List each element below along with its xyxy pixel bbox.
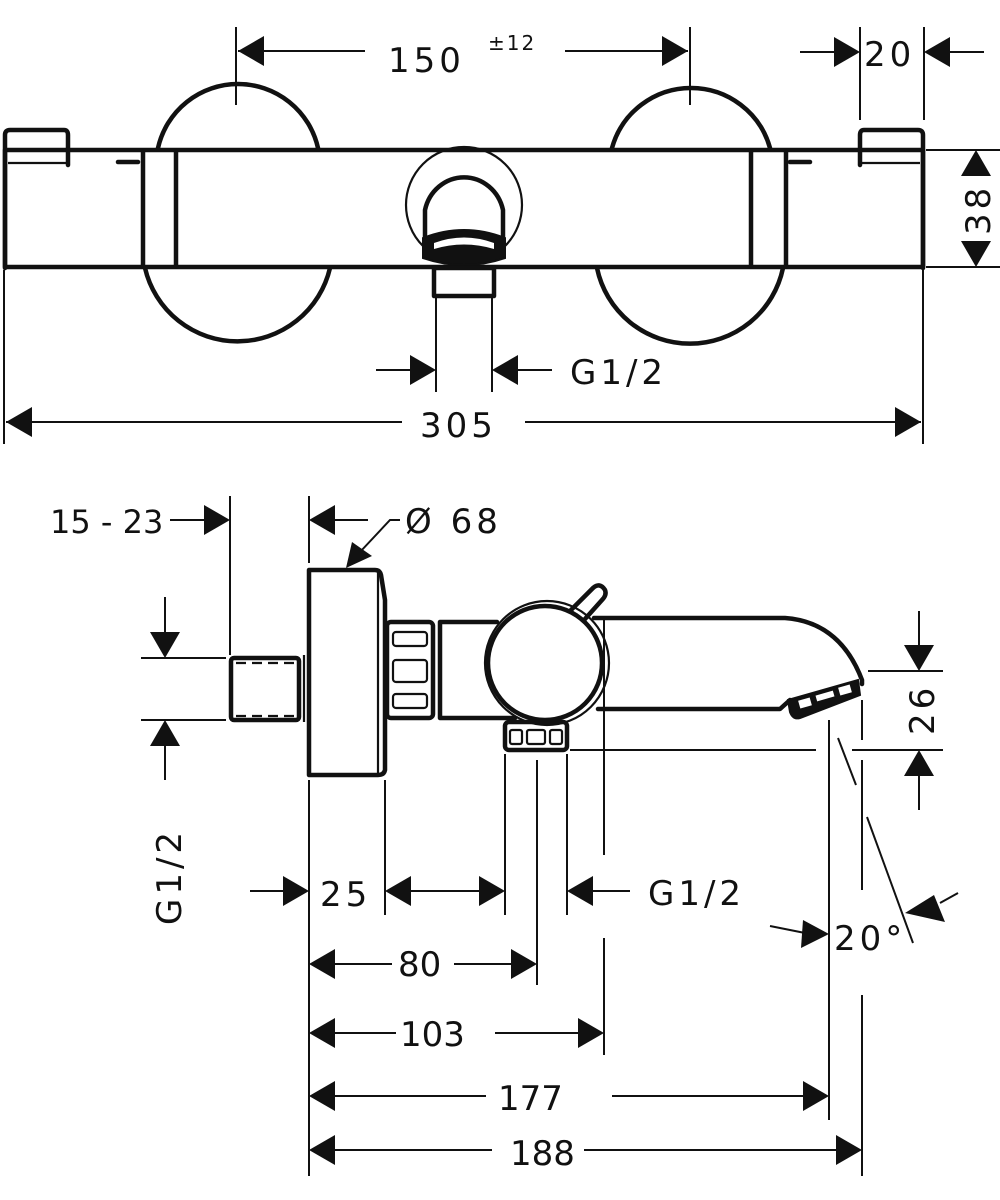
arrow-38-bottom bbox=[961, 241, 991, 267]
right-end-cap bbox=[857, 127, 926, 271]
dim-label-20: 20 bbox=[864, 35, 915, 75]
arrow-80-left bbox=[309, 949, 335, 979]
left-escutcheon-lower bbox=[142, 265, 333, 344]
front-view: 150 ±12 20 38 G1/2 305 bbox=[2, 27, 1000, 446]
dim-tolerance-12: ±12 bbox=[488, 31, 536, 55]
dim-label-angle-20: 20° bbox=[834, 919, 906, 959]
side-outlet-face-2 bbox=[525, 728, 547, 746]
dim-label-188: 188 bbox=[510, 1134, 575, 1174]
arrow-outlet-side-right bbox=[567, 876, 593, 906]
hex-nut-face-3 bbox=[391, 692, 429, 710]
side-outlet-face-3 bbox=[548, 728, 564, 746]
spout bbox=[591, 615, 865, 712]
dim-label-15-23: 15 - 23 bbox=[50, 503, 163, 541]
arrow-25 bbox=[283, 876, 309, 906]
arrow-305-left bbox=[6, 407, 32, 437]
leader-68 bbox=[359, 519, 400, 553]
dim-label-26: 26 bbox=[903, 684, 943, 735]
arrow-outlet-left bbox=[410, 355, 436, 385]
arrow-outlet-side-left-b bbox=[479, 876, 505, 906]
arrow-103-left bbox=[309, 1018, 335, 1048]
arrow-188-left bbox=[309, 1135, 335, 1165]
outlet-nut bbox=[422, 229, 506, 266]
arrow-26-top bbox=[904, 645, 934, 671]
inlet-union bbox=[228, 655, 302, 723]
dim-label-305: 305 bbox=[420, 406, 497, 446]
dim-label-outlet-thread: G1/2 bbox=[570, 353, 667, 393]
arrow-26-bottom bbox=[904, 750, 934, 776]
arrow-outlet-side-left-a bbox=[385, 876, 411, 906]
aerator-slot-2 bbox=[815, 690, 835, 702]
arrow-20-left bbox=[834, 37, 860, 67]
angle-line-upper bbox=[837, 737, 857, 786]
arrow-15-23 bbox=[204, 505, 230, 535]
aerator-slot-3 bbox=[838, 684, 852, 696]
arrow-177-left bbox=[309, 1081, 335, 1111]
arrow-305-right bbox=[895, 407, 921, 437]
side-outlet-face-1 bbox=[508, 728, 524, 746]
side-outlet-nut bbox=[502, 719, 570, 753]
arrow-188-right bbox=[836, 1135, 862, 1165]
angle-leader-right bbox=[939, 892, 959, 904]
outlet-thread bbox=[431, 265, 497, 299]
dim-label-103: 103 bbox=[400, 1015, 465, 1055]
handle-disc bbox=[485, 603, 605, 723]
dim-label-150: 150 bbox=[388, 41, 465, 81]
left-end-cap bbox=[2, 127, 71, 271]
arrow-angle-left bbox=[801, 920, 829, 948]
dim-label-177: 177 bbox=[498, 1079, 563, 1119]
arrow-38-top bbox=[961, 150, 991, 176]
outlet-nut-highlight bbox=[434, 237, 494, 249]
dim-label-38: 38 bbox=[959, 184, 999, 235]
rosette bbox=[306, 567, 388, 778]
dim-label-diameter-68: Ø 68 bbox=[405, 502, 502, 542]
side-view: 15 - 23 Ø 68 G1/2 25 G1/2 bbox=[50, 496, 959, 1176]
arrow-150-right bbox=[662, 36, 688, 66]
dim-label-25: 25 bbox=[320, 875, 371, 915]
arrow-outlet-right bbox=[492, 355, 518, 385]
arrow-20-right bbox=[924, 37, 950, 67]
arrow-68-back bbox=[309, 505, 335, 535]
aerator-slot-1 bbox=[798, 697, 812, 709]
handle-ring-outer bbox=[483, 599, 611, 727]
angle-leader-left bbox=[769, 925, 806, 934]
arrow-177-right bbox=[803, 1081, 829, 1111]
hex-nut-face-1 bbox=[391, 630, 429, 648]
arrow-inlet-bottom bbox=[150, 720, 180, 746]
dim-label-inlet-thread: G1/2 bbox=[150, 828, 190, 925]
arrow-150-left bbox=[238, 36, 264, 66]
dim-label-outlet-side-thread: G1/2 bbox=[648, 874, 745, 914]
hex-nut-face-2 bbox=[391, 658, 429, 684]
arrow-80-right bbox=[511, 949, 537, 979]
right-escutcheon-lower bbox=[594, 265, 786, 346]
dim-label-80: 80 bbox=[398, 945, 441, 985]
outlet-hook bbox=[422, 175, 506, 241]
arrow-103-right bbox=[578, 1018, 604, 1048]
arrow-68-leader bbox=[346, 542, 372, 568]
handle-lever bbox=[568, 583, 608, 622]
angle-line-lower bbox=[866, 816, 914, 944]
hex-nut bbox=[384, 619, 436, 721]
arrow-angle-right bbox=[905, 895, 945, 922]
left-escutcheon bbox=[155, 81, 321, 151]
side-body bbox=[437, 619, 518, 721]
arrow-inlet-top bbox=[150, 632, 180, 658]
